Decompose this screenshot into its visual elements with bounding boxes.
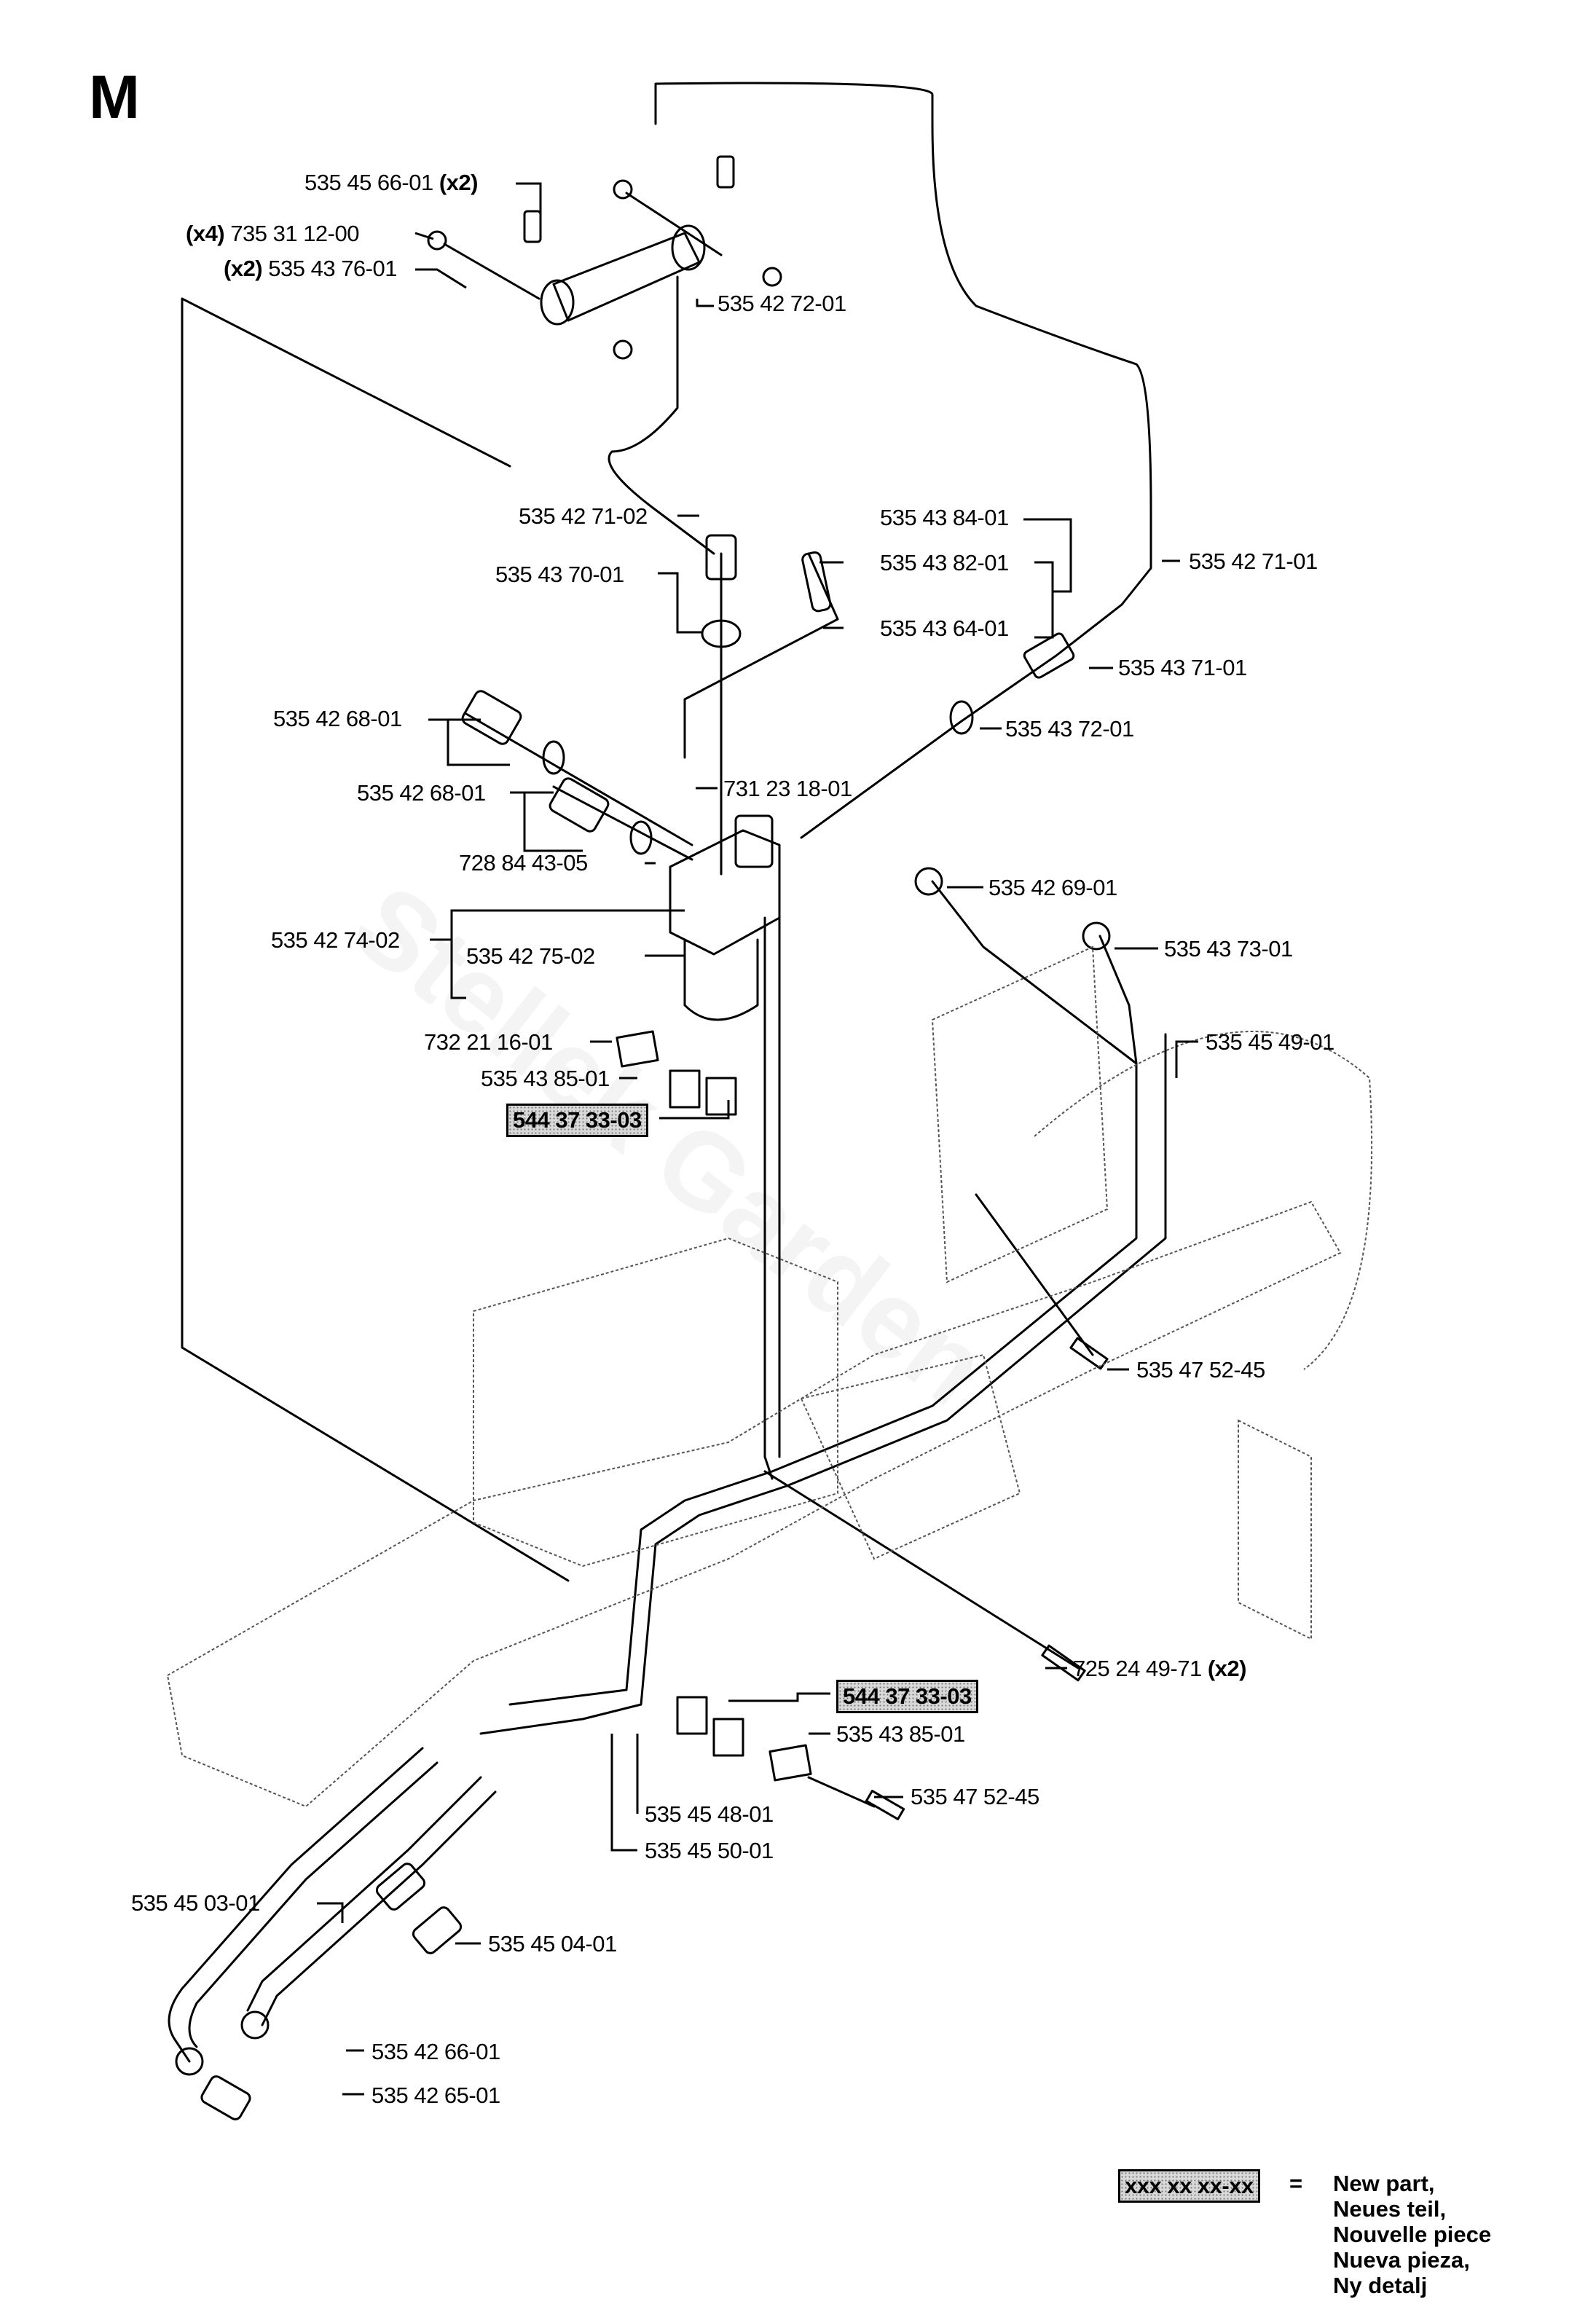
part-label-535-45-66-01[interactable]: 535 45 66-01 (x2) <box>304 170 478 195</box>
part-label-535-43-82-01[interactable]: 535 43 82-01 <box>880 550 1009 575</box>
legend-text: New part, Neues teil, Nouvelle piece Nue… <box>1333 2171 1491 2298</box>
part-label-535-45-50-01[interactable]: 535 45 50-01 <box>645 1838 774 1863</box>
part-label-535-42-72-01[interactable]: 535 42 72-01 <box>718 291 846 316</box>
legend-line-sv: Ny detalj <box>1333 2273 1428 2298</box>
new-part-label-544-37-33-03-a[interactable]: 544 37 33-03 <box>506 1104 648 1137</box>
assembly-outline <box>181 297 570 1582</box>
section-letter: M <box>89 63 140 131</box>
qty-badge: (x2) <box>439 170 479 195</box>
leader-bolt-1 <box>975 1193 1094 1356</box>
part-label-535-42-66-01[interactable]: 535 42 66-01 <box>372 2039 500 2064</box>
tube-549 <box>479 1033 1167 1735</box>
new-part-label-544-37-33-03-b[interactable]: 544 37 33-03 <box>836 1680 978 1713</box>
legend-equals: = <box>1289 2171 1303 2196</box>
hose-upper <box>654 82 1152 511</box>
part-label-535-43-72-01[interactable]: 535 43 72-01 <box>1005 716 1134 742</box>
part-label-535-43-73-01[interactable]: 535 43 73-01 <box>1164 936 1293 962</box>
tube-548 <box>763 916 781 1480</box>
part-label-535-45-03-01[interactable]: 535 45 03-01 <box>131 1890 260 1916</box>
part-label-535-43-70-01[interactable]: 535 43 70-01 <box>495 562 624 587</box>
qty-badge: (x2) <box>1207 1656 1247 1681</box>
part-label-535-43-85-01-a[interactable]: 535 43 85-01 <box>481 1066 610 1091</box>
part-label-535-43-76-01[interactable]: (x2) 535 43 76-01 <box>224 256 397 281</box>
part-label-535-42-74-02[interactable]: 535 42 74-02 <box>271 927 400 953</box>
part-label-535-45-49-01[interactable]: 535 45 49-01 <box>1206 1029 1334 1055</box>
qty-badge: (x4) <box>186 221 225 246</box>
legend-line-es: Nueva pieza, <box>1333 2247 1470 2273</box>
steering-cylinder <box>427 155 782 360</box>
legend-line-fr: Nouvelle piece <box>1333 2222 1492 2247</box>
part-label-535-42-69-01[interactable]: 535 42 69-01 <box>988 875 1117 900</box>
hose-left <box>608 275 715 555</box>
part-label-535-42-68-01-a[interactable]: 535 42 68-01 <box>273 706 402 731</box>
control-lever <box>683 552 839 759</box>
part-label-731-23-18-01[interactable]: 731 23 18-01 <box>723 776 852 801</box>
part-label-535-43-71-01[interactable]: 535 43 71-01 <box>1118 655 1247 680</box>
legend-sample-box: xxx xx xx-xx <box>1118 2169 1260 2203</box>
part-label-535-47-52-45-a[interactable]: 535 47 52-45 <box>1136 1357 1265 1383</box>
part-label-535-42-71-01[interactable]: 535 42 71-01 <box>1189 548 1318 574</box>
part-label-535-45-04-01[interactable]: 535 45 04-01 <box>488 1931 617 1957</box>
leader-bolt-2 <box>763 1470 1080 1670</box>
part-label-535-42-71-02[interactable]: 535 42 71-02 <box>519 503 648 529</box>
legend-line-en: New part, <box>1333 2171 1435 2196</box>
part-label-725-24-49-71[interactable]: 725 24 49-71 (x2) <box>1073 1656 1246 1681</box>
qty-badge: (x2) <box>224 256 263 281</box>
part-label-735-31-12-00[interactable]: (x4) 735 31 12-00 <box>186 221 359 246</box>
part-label-535-42-65-01[interactable]: 535 42 65-01 <box>372 2083 500 2108</box>
part-label-535-42-75-02[interactable]: 535 42 75-02 <box>466 943 595 969</box>
part-label-728-84-43-05[interactable]: 728 84 43-05 <box>459 850 588 876</box>
part-label-535-47-52-45-b[interactable]: 535 47 52-45 <box>911 1784 1039 1809</box>
part-label-535-45-48-01[interactable]: 535 45 48-01 <box>645 1801 774 1827</box>
lower-hose-1 <box>168 1747 424 2063</box>
part-label-535-42-68-01-b[interactable]: 535 42 68-01 <box>357 780 486 806</box>
legend-line-de: Neues teil, <box>1333 2196 1447 2222</box>
part-label-535-43-85-01-b[interactable]: 535 43 85-01 <box>836 1721 965 1747</box>
part-label-535-43-64-01[interactable]: 535 43 64-01 <box>880 616 1009 641</box>
chassis-outline <box>166 1200 1342 1808</box>
lower-hose-2 <box>246 1776 482 2012</box>
part-label-732-21-16-01[interactable]: 732 21 16-01 <box>424 1029 553 1055</box>
part-label-535-43-84-01[interactable]: 535 43 84-01 <box>880 505 1009 530</box>
valve-block <box>669 814 781 1021</box>
